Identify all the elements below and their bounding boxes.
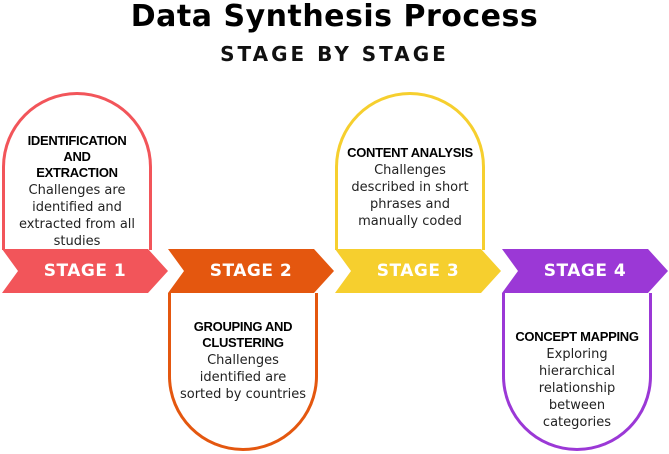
page-title: Data Synthesis Process: [130, 0, 539, 34]
stage-3-arrow: STAGE 3: [335, 249, 501, 293]
page-subtitle: STAGE BY STAGE: [220, 42, 449, 66]
stage-1-description: Challenges are identified and extracted …: [18, 183, 136, 249]
stage-2-heading-line1: GROUPING AND: [193, 319, 293, 334]
stage-2-arrow-shape: [168, 249, 334, 293]
stage-4-label: STAGE 4: [543, 261, 627, 281]
stage-2-arrow: STAGE 2: [168, 249, 334, 293]
stage-1-heading-line2: EXTRACTION: [36, 165, 118, 180]
stage-2-card: GROUPING AND CLUSTERING Challenges ident…: [168, 293, 318, 451]
stage-3-description: Challenges described in short phrases an…: [351, 163, 469, 229]
stage-2-heading: GROUPING AND CLUSTERING: [179, 319, 307, 351]
stage-4-card: CONCEPT MAPPING Exploring hierarchical r…: [502, 293, 652, 451]
stage-3-label: STAGE 3: [376, 261, 460, 281]
stage-4-arrow-shape: [502, 249, 668, 293]
stage-1-arrow: STAGE 1: [2, 249, 168, 293]
stage-1-card: IDENTIFICATION AND EXTRACTION Challenges…: [2, 92, 152, 250]
stage-1-label: STAGE 1: [43, 261, 127, 281]
stage-1-heading: IDENTIFICATION AND EXTRACTION: [13, 133, 141, 181]
stage-4-heading: CONCEPT MAPPING: [515, 329, 639, 344]
stage-4-description: Exploring hierarchical relationship betw…: [538, 347, 616, 430]
stage-3-heading: CONTENT ANALYSIS: [347, 145, 473, 160]
stage-2-label: STAGE 2: [209, 261, 293, 281]
stage-2-heading-line2: CLUSTERING: [202, 335, 284, 350]
stage-1-arrow-shape: [2, 249, 168, 293]
stage-1-heading-line1: IDENTIFICATION AND: [27, 133, 127, 164]
stage-2-description: Challenges identified are sorted by coun…: [179, 353, 307, 402]
stage-3-arrow-shape: [335, 249, 501, 293]
stage-3-card: CONTENT ANALYSIS Challenges described in…: [335, 92, 485, 250]
stage-4-arrow: STAGE 4: [502, 249, 668, 293]
